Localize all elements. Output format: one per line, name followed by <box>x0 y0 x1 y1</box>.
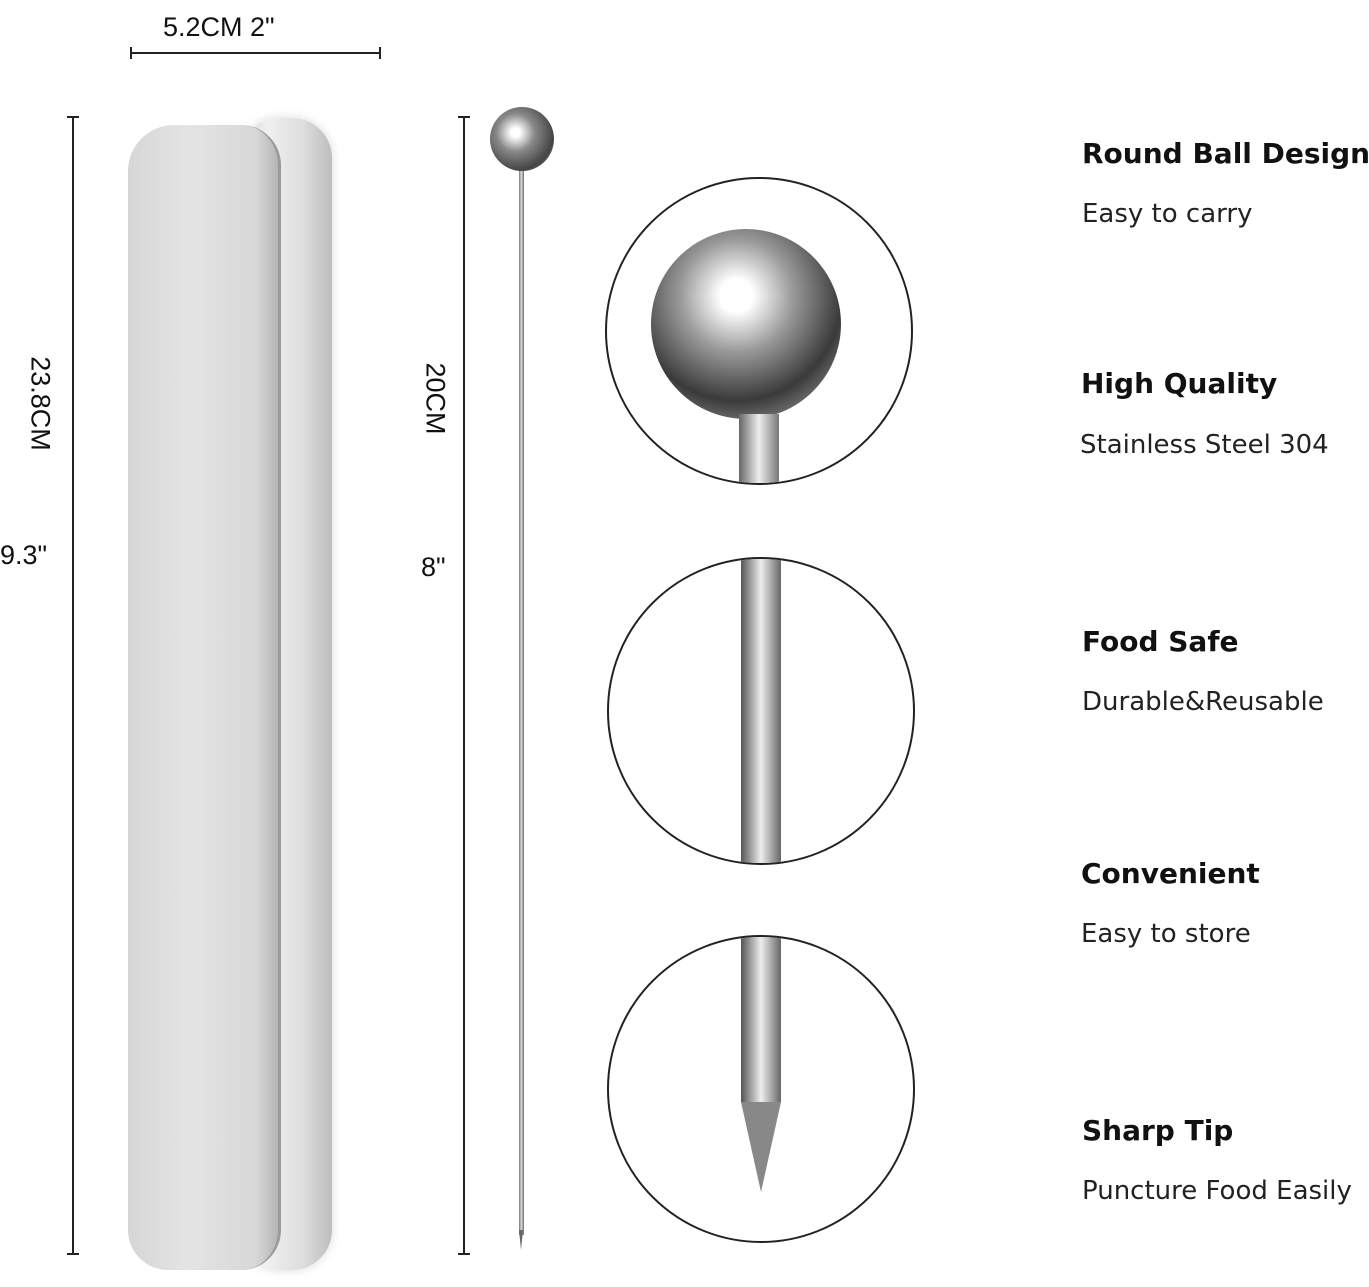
shaft-closeup <box>741 559 781 863</box>
dimension-tick <box>458 116 470 118</box>
tin-length-cm-label: 23.8CM <box>25 356 56 451</box>
ball-closeup <box>651 229 841 419</box>
tin-width-label: 5.2CM 2" <box>163 12 275 42</box>
pick-length-dimension-line <box>463 117 465 1255</box>
pick-length-in-label: 8" <box>421 552 446 582</box>
feature-title: Round Ball Design <box>1082 137 1369 170</box>
pick-length-cm-label: 20CM <box>420 362 451 435</box>
tin-box-lid <box>128 125 281 1270</box>
cocktail-pick-tip <box>519 1230 523 1250</box>
dimension-tick <box>67 116 79 118</box>
tin-length-in-label: 9.3" <box>0 540 48 570</box>
width-dimension-line <box>131 52 381 54</box>
detail-circle-shaft <box>607 557 915 865</box>
dimension-tick <box>130 47 132 59</box>
feature-desc: Easy to store <box>1081 919 1251 949</box>
detail-circle-ball <box>605 177 913 485</box>
dimension-tick <box>67 1253 79 1255</box>
cocktail-pick-ball <box>490 107 554 171</box>
feature-desc: Puncture Food Easily <box>1082 1176 1352 1206</box>
feature-desc: Easy to carry <box>1082 199 1253 229</box>
feature-desc: Stainless Steel 304 <box>1080 430 1329 460</box>
feature-title: Convenient <box>1081 857 1260 890</box>
feature-title: Sharp Tip <box>1082 1114 1234 1147</box>
dimension-tick <box>379 47 381 59</box>
feature-title: High Quality <box>1081 367 1278 400</box>
cocktail-pick-shaft <box>519 165 524 1235</box>
detail-circle-tip <box>607 935 915 1243</box>
tin-length-dimension-line <box>72 117 74 1255</box>
feature-title: Food Safe <box>1082 625 1239 658</box>
feature-desc: Durable&Reusable <box>1082 687 1324 717</box>
shaft-closeup <box>739 414 779 483</box>
dimension-tick <box>458 1253 470 1255</box>
shaft-closeup <box>741 937 781 1102</box>
tip-closeup <box>741 1102 781 1192</box>
